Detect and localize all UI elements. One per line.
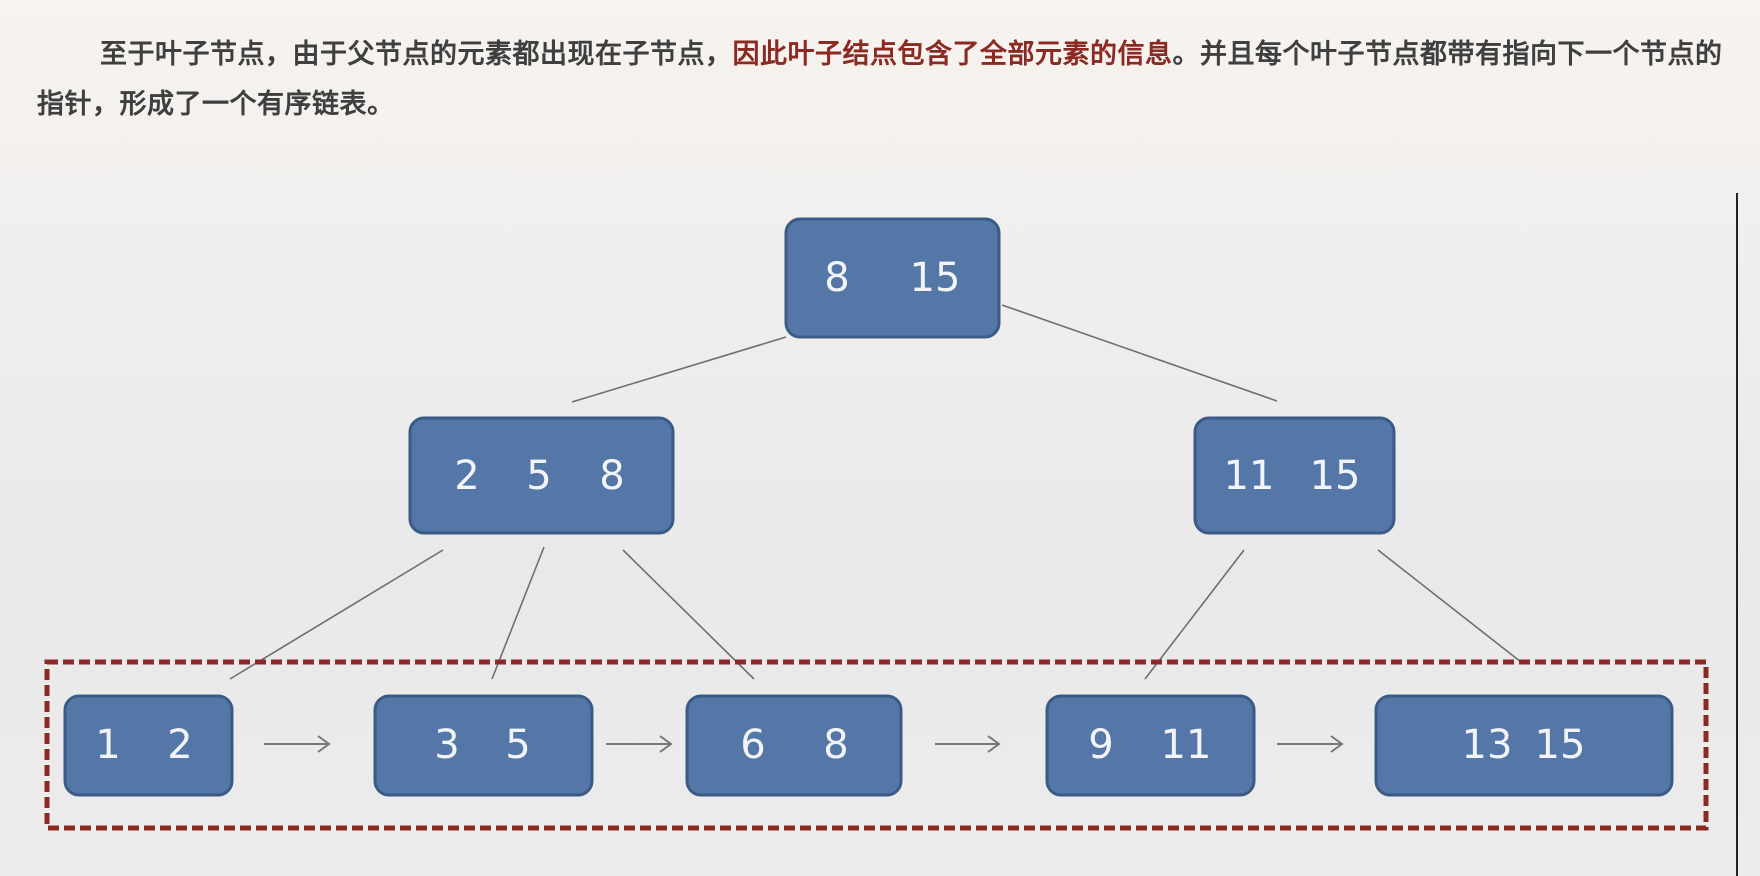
- leaf-node: 3 5: [373, 694, 594, 797]
- arrow-right-icon: [935, 735, 1001, 753]
- svg-text:6: 6: [740, 722, 765, 768]
- svg-text:8: 8: [599, 453, 624, 499]
- arrow-right-icon: [606, 735, 673, 753]
- leaf-node: 6 8: [685, 694, 903, 797]
- paragraph-text: 至于叶子节点，由于父节点的元素都出现在子节点，: [100, 39, 733, 70]
- leaf-node: 9 11: [1045, 694, 1256, 797]
- root-node: 8 15: [784, 217, 1001, 339]
- svg-text:1: 1: [95, 722, 120, 768]
- svg-text:15: 15: [910, 255, 961, 301]
- edge: [571, 336, 787, 403]
- paragraph-highlight: 因此叶子结点包含了全部元素的信息: [732, 39, 1173, 70]
- edge: [622, 549, 755, 680]
- svg-text:13: 13: [1462, 722, 1513, 768]
- svg-text:2: 2: [454, 453, 479, 499]
- description-paragraph: 至于叶子节点，由于父节点的元素都出现在子节点，因此叶子结点包含了全部元素的信息。…: [37, 30, 1737, 130]
- svg-text:15: 15: [1310, 453, 1361, 499]
- svg-text:8: 8: [824, 255, 849, 301]
- edge: [229, 549, 444, 680]
- tree-edges: [229, 304, 1522, 680]
- svg-text:5: 5: [505, 722, 530, 768]
- svg-text:11: 11: [1224, 453, 1275, 499]
- paragraph-text-2: 。并且每个叶子节点都带有指向下一个节点的指针，形成了一个有序链表。: [37, 39, 1723, 120]
- svg-text:3: 3: [434, 722, 459, 768]
- arrow-right-icon: [1277, 735, 1344, 753]
- edge: [1144, 549, 1245, 680]
- edge: [1377, 549, 1522, 663]
- edge: [1001, 304, 1278, 402]
- svg-text:8: 8: [823, 722, 848, 768]
- leaf-node: 1 2: [63, 694, 234, 797]
- arrow-right-icon: [264, 735, 331, 753]
- svg-text:11: 11: [1161, 722, 1212, 768]
- svg-text:2: 2: [167, 722, 192, 768]
- internal-node-left: 2 5 8: [408, 416, 675, 535]
- edge: [491, 546, 545, 680]
- svg-text:15: 15: [1535, 722, 1586, 768]
- next-pointer-arrows: [264, 735, 1344, 753]
- svg-text:9: 9: [1088, 722, 1113, 768]
- leaf-node: 13 15: [1374, 694, 1674, 797]
- internal-node-right: 11 15: [1193, 416, 1396, 535]
- svg-text:5: 5: [526, 453, 551, 499]
